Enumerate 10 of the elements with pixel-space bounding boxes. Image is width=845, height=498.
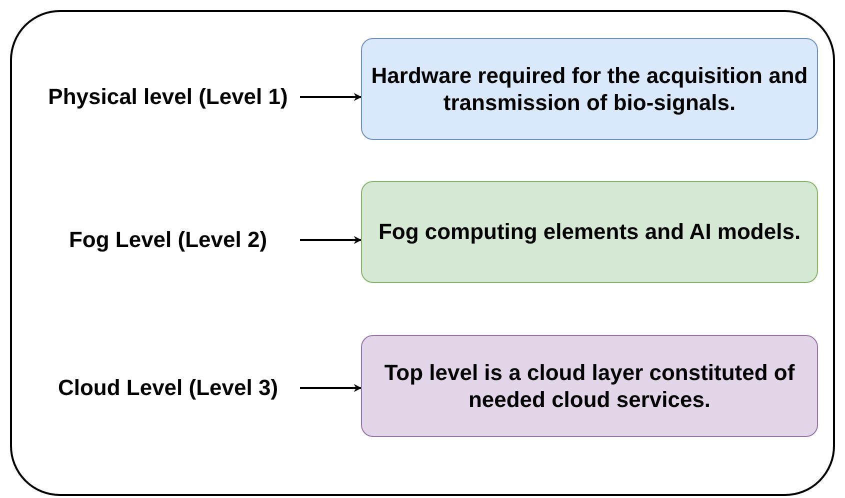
process-box: Fog computing elements and AI models. (361, 181, 818, 283)
level-label: Cloud Level (Level 3) (36, 368, 300, 408)
process-box: Top level is a cloud layer constituted of needed cloud services. (361, 335, 818, 437)
level-label: Physical level (Level 1) (36, 77, 300, 117)
process-box: Hardware required for the acquisition and transmission of bio-signals. (361, 38, 818, 140)
arrow (300, 384, 362, 392)
arrow (300, 236, 362, 244)
container-frame (10, 10, 835, 496)
level-label: Fog Level (Level 2) (36, 220, 300, 260)
arrow (300, 93, 362, 101)
